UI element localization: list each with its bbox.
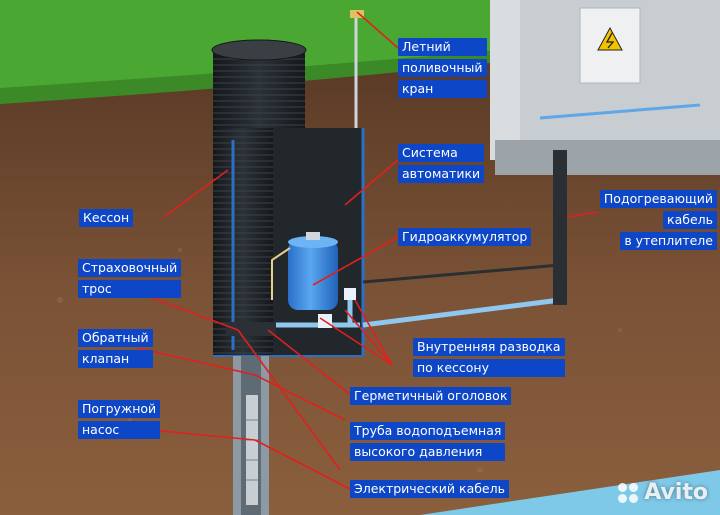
label-summer-tap-line3: кран: [398, 80, 487, 98]
label-well-head: Герметичный оголовок: [350, 387, 512, 405]
label-pump: Погружной насос: [78, 400, 161, 439]
label-summer-tap-line1: Летний: [398, 38, 487, 56]
house: [490, 0, 720, 175]
label-automation: Система автоматики: [398, 144, 485, 183]
label-check-valve: Обратный клапан: [78, 329, 153, 368]
label-summer-tap-line2: поливочный: [398, 59, 487, 77]
label-check-valve-line2: клапан: [78, 350, 153, 368]
high-voltage-icon: [597, 26, 623, 51]
label-internal-wiring-line2: по кессону: [413, 359, 565, 377]
avito-watermark: Avito: [618, 480, 708, 505]
label-safety-rope-line1: Страховочный: [78, 259, 182, 277]
label-heating-cable-line2: кабель: [663, 211, 717, 229]
label-pressure-pipe: Труба водоподъемная высокого давления: [350, 422, 506, 461]
label-caisson: Кессон: [79, 209, 134, 227]
label-summer-tap: Летний поливочный кран: [398, 38, 487, 98]
label-pressure-pipe-line2: высокого давления: [350, 443, 506, 461]
label-electric-cable: Электрический кабель: [350, 480, 509, 498]
label-heating-cable-line1: Подогревающий: [599, 190, 717, 208]
label-internal-wiring: Внутренняя разводка по кессону: [413, 338, 565, 377]
label-safety-rope: Страховочный трос: [78, 259, 182, 298]
label-automation-line2: автоматики: [398, 165, 485, 183]
avito-logo-icon: [618, 482, 639, 503]
label-automation-line1: Система: [398, 144, 485, 162]
well-head: [226, 322, 276, 336]
label-check-valve-line1: Обратный: [78, 329, 153, 347]
label-heating-cable-line3: в утеплителе: [620, 232, 717, 250]
label-safety-rope-line2: трос: [78, 280, 182, 298]
caisson-lid: [211, 39, 307, 61]
label-accumulator: Гидроаккумулятор: [398, 228, 532, 246]
label-pressure-pipe-line1: Труба водоподъемная: [350, 422, 506, 440]
accumulator-tank: [288, 232, 338, 310]
submersible-pump: [246, 395, 258, 505]
label-pump-line1: Погружной: [78, 400, 161, 418]
watermark-text: Avito: [644, 480, 708, 505]
label-heating-cable: Подогревающий кабель в утеплителе: [599, 190, 717, 250]
label-pump-line2: насос: [78, 421, 161, 439]
label-internal-wiring-line1: Внутренняя разводка: [413, 338, 565, 356]
